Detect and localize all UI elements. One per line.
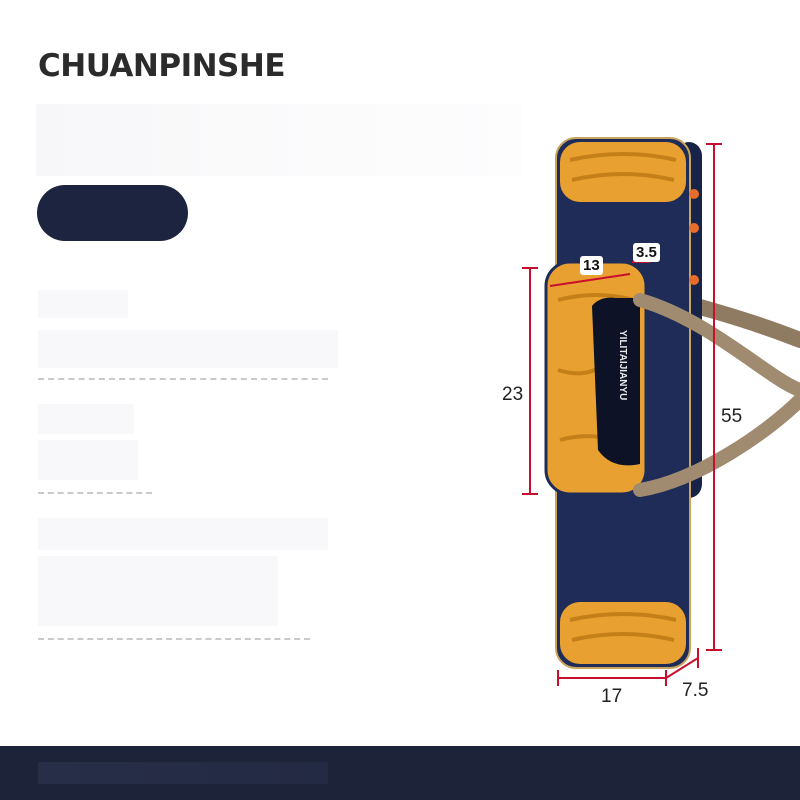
feature-block-2	[38, 404, 134, 434]
feature-block-3	[38, 518, 328, 550]
feature-block-3b	[38, 556, 278, 626]
feature-block-1b	[38, 330, 338, 368]
brand-title: CHUANPINSHE	[38, 48, 286, 84]
dimension-width: 17	[601, 686, 623, 707]
dimension-pocket-width: 13	[580, 256, 603, 275]
divider-2	[38, 492, 152, 494]
dimension-height: 55	[721, 406, 743, 427]
pill-button[interactable]	[37, 185, 188, 241]
dimension-depth: 7.5	[682, 680, 709, 701]
strap-logo-text: YILITAIJIANYU	[617, 330, 628, 400]
feature-block-1	[38, 290, 128, 318]
dimension-pocket-height: 23	[502, 384, 524, 405]
hidden-text-band	[36, 104, 522, 176]
divider-3	[38, 638, 310, 640]
dimension-pocket-depth: 3.5	[633, 243, 660, 262]
product-image: YILITAIJIANYU	[480, 130, 800, 710]
footer-hidden-text	[38, 762, 328, 784]
divider-1	[38, 378, 328, 380]
feature-block-2b	[38, 440, 138, 480]
